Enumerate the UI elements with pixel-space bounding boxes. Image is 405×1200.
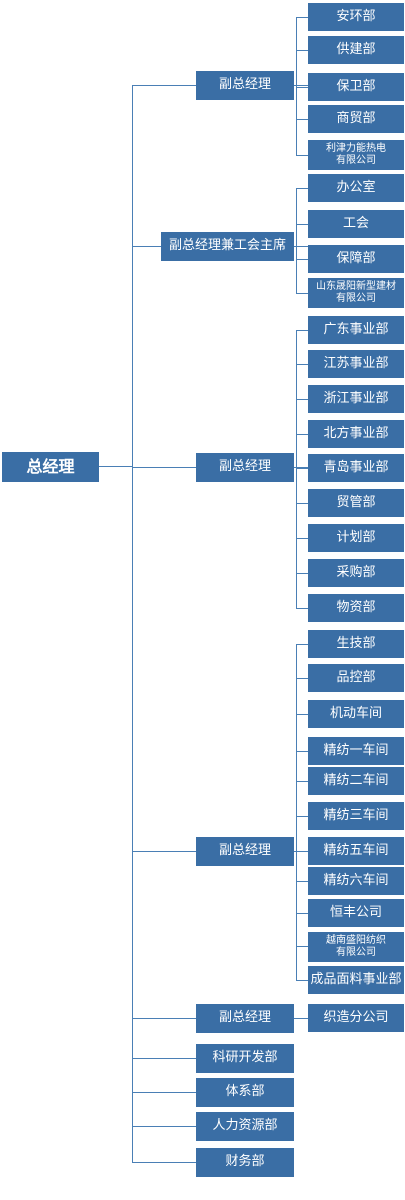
vp-box-1[interactable]: 副总经理 [196, 71, 294, 100]
dept-box-3-7[interactable]: 采购部 [308, 559, 404, 587]
dept-tick-4-7 [296, 881, 308, 882]
dept-tick-4-6 [296, 851, 308, 852]
dept-spine-2 [296, 188, 297, 293]
dept-box-3-0[interactable]: 广东事业部 [308, 316, 404, 344]
direct-branch-1 [132, 1092, 196, 1093]
dept-box-3-1[interactable]: 江苏事业部 [308, 350, 404, 378]
vp-box-3[interactable]: 副总经理 [196, 453, 294, 482]
dept-tick-2-3 [296, 293, 308, 294]
dept-tick-2-1 [296, 224, 308, 225]
dept-tick-3-7 [296, 573, 308, 574]
dept-box-1-4[interactable]: 利津力能热电 有限公司 [308, 140, 404, 170]
dept-box-3-3[interactable]: 北方事业部 [308, 420, 404, 448]
direct-box-0[interactable]: 科研开发部 [196, 1044, 294, 1073]
root-connector [99, 466, 133, 467]
vp-box-5[interactable]: 副总经理 [196, 1004, 294, 1033]
dept-tick-2-2 [296, 259, 308, 260]
dept-box-3-4[interactable]: 青岛事业部 [308, 454, 404, 482]
dept-tick-3-1 [296, 364, 308, 365]
vp-connector-1 [294, 85, 308, 86]
dept-tick-3-2 [296, 399, 308, 400]
dept-tick-4-4 [296, 781, 308, 782]
dept-box-4-1[interactable]: 品控部 [308, 664, 404, 692]
dept-box-4-5[interactable]: 精纺三车间 [308, 802, 404, 830]
dept-box-3-5[interactable]: 贸管部 [308, 489, 404, 517]
dept-box-2-2[interactable]: 保障部 [308, 245, 404, 273]
dept-box-2-3[interactable]: 山东晟阳新型建材 有限公司 [308, 278, 404, 308]
direct-box-3[interactable]: 财务部 [196, 1148, 294, 1177]
branch-4 [132, 851, 196, 852]
dept-tick-3-4 [296, 468, 308, 469]
dept-box-1-3[interactable]: 商贸部 [308, 105, 404, 133]
dept-box-4-8[interactable]: 恒丰公司 [308, 899, 404, 927]
vp-connector-5 [294, 1018, 308, 1019]
dept-spine-1 [296, 17, 297, 155]
dept-box-4-4[interactable]: 精纺二车间 [308, 767, 404, 795]
branch-5 [132, 1018, 196, 1019]
direct-box-2[interactable]: 人力资源部 [196, 1112, 294, 1141]
branch-2 [132, 246, 161, 247]
dept-tick-1-4 [296, 155, 308, 156]
dept-box-1-1[interactable]: 供建部 [308, 36, 404, 64]
dept-tick-4-3 [296, 751, 308, 752]
vp-box-4[interactable]: 副总经理 [196, 837, 294, 866]
dept-tick-3-0 [296, 330, 308, 331]
dept-tick-3-8 [296, 608, 308, 609]
branch-3 [132, 467, 196, 468]
dept-box-4-7[interactable]: 精纺六车间 [308, 867, 404, 895]
dept-tick-2-0 [296, 188, 308, 189]
vp-box-2[interactable]: 副总经理兼工会主席 [161, 232, 294, 261]
direct-branch-3 [132, 1162, 196, 1163]
dept-box-3-2[interactable]: 浙江事业部 [308, 385, 404, 413]
dept-tick-1-1 [296, 50, 308, 51]
dept-box-5-0[interactable]: 织造分公司 [308, 1004, 404, 1032]
dept-tick-1-0 [296, 17, 308, 18]
dept-box-4-0[interactable]: 生技部 [308, 630, 404, 658]
dept-box-4-9[interactable]: 越南盛阳纺织 有限公司 [308, 932, 404, 962]
trunk-line [132, 85, 133, 1162]
dept-tick-4-5 [296, 816, 308, 817]
dept-tick-3-6 [296, 538, 308, 539]
dept-box-4-2[interactable]: 机动车间 [308, 700, 404, 728]
dept-tick-3-3 [296, 434, 308, 435]
dept-box-3-8[interactable]: 物资部 [308, 594, 404, 622]
dept-tick-4-1 [296, 678, 308, 679]
dept-tick-4-9 [296, 946, 308, 947]
direct-box-1[interactable]: 体系部 [196, 1078, 294, 1107]
dept-box-1-0[interactable]: 安环部 [308, 3, 404, 31]
dept-spine-3 [296, 330, 297, 608]
direct-branch-2 [132, 1126, 196, 1127]
branch-1 [132, 85, 196, 86]
dept-box-2-1[interactable]: 工会 [308, 210, 404, 238]
dept-box-4-10[interactable]: 成品面料事业部 [308, 966, 404, 994]
direct-branch-0 [132, 1058, 196, 1059]
dept-tick-1-3 [296, 119, 308, 120]
dept-tick-4-0 [296, 644, 308, 645]
dept-tick-4-2 [296, 714, 308, 715]
dept-box-4-3[interactable]: 精纺一车间 [308, 737, 404, 765]
dept-box-2-0[interactable]: 办公室 [308, 174, 404, 202]
dept-tick-4-10 [296, 980, 308, 981]
dept-box-1-2[interactable]: 保卫部 [308, 73, 404, 101]
dept-spine-4 [296, 644, 297, 980]
vp-connector-2 [294, 246, 308, 247]
dept-tick-1-2 [296, 87, 308, 88]
vp-connector-3 [294, 467, 308, 468]
dept-box-4-6[interactable]: 精纺五车间 [308, 837, 404, 865]
dept-box-3-6[interactable]: 计划部 [308, 524, 404, 552]
root-box-general-manager[interactable]: 总经理 [2, 452, 99, 482]
dept-tick-3-5 [296, 503, 308, 504]
dept-tick-4-8 [296, 913, 308, 914]
